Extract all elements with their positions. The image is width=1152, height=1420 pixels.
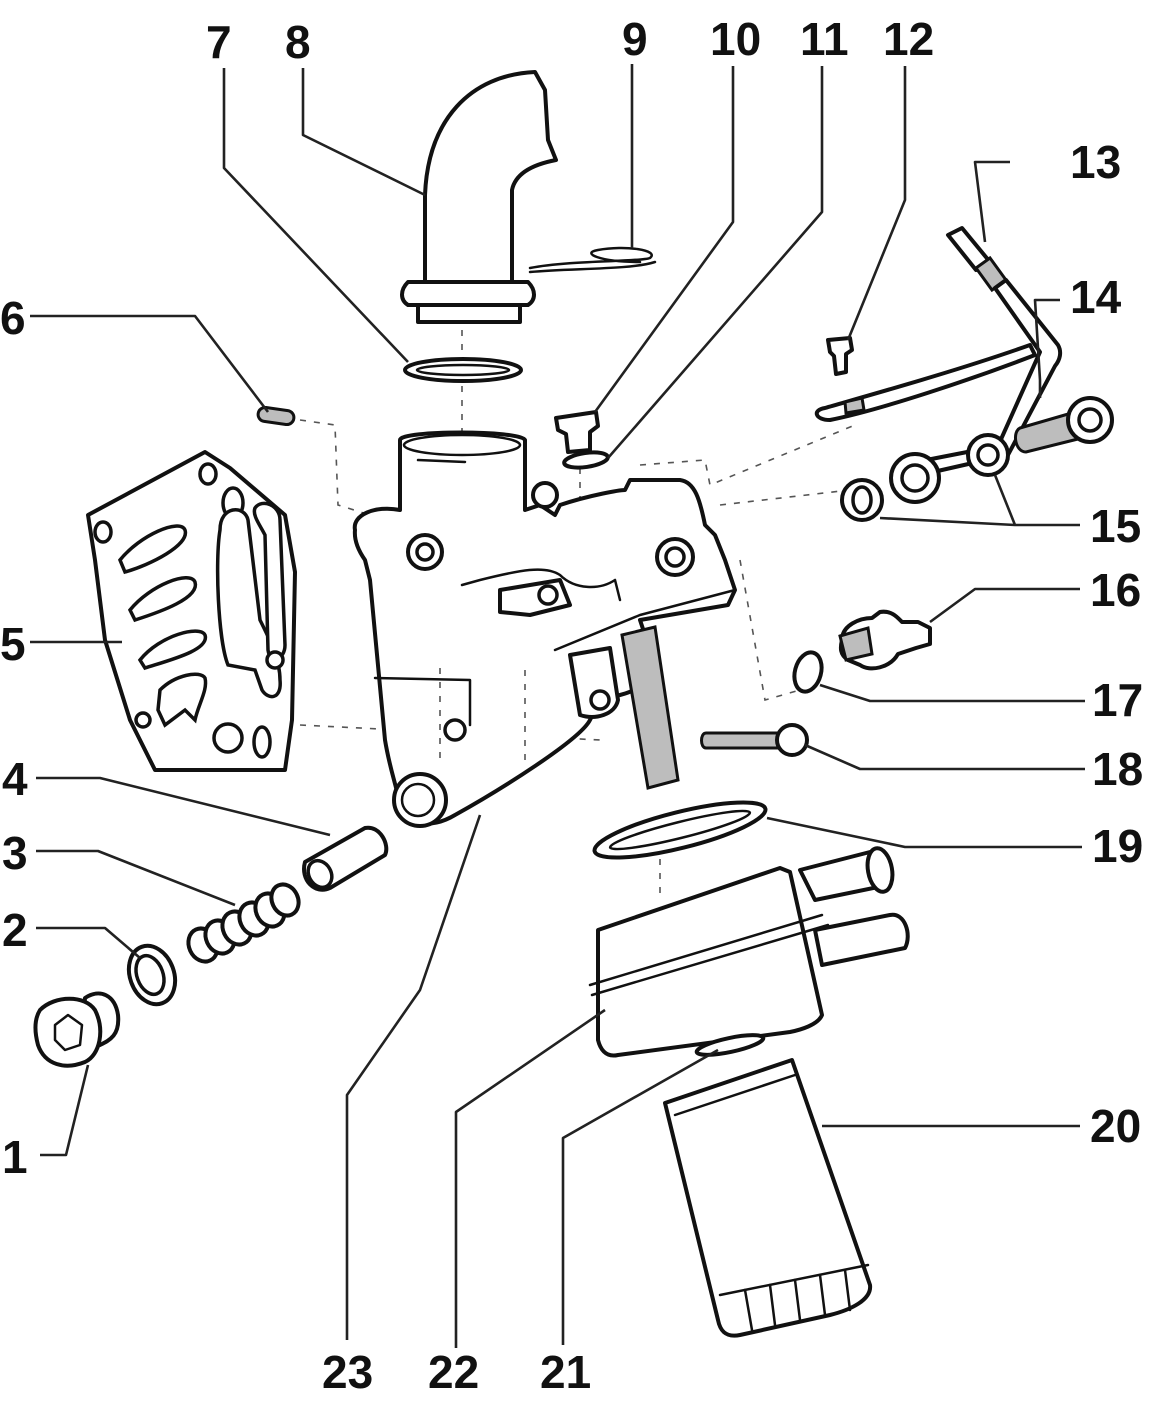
part-gasket-ring (592, 800, 768, 860)
callout-21: 21 (540, 1346, 591, 1398)
leader-14 (1033, 298, 1060, 398)
callout-22: 22 (428, 1346, 479, 1398)
part-elbow-pipe (400, 70, 558, 324)
callout-16: 16 (1090, 564, 1141, 616)
part-seal-washers (840, 433, 1010, 522)
callout-15: 15 (1090, 500, 1141, 552)
alignment-lines (299, 330, 856, 900)
leader-3 (36, 849, 236, 907)
leader-19 (766, 816, 1082, 849)
part-spring (186, 882, 301, 964)
callout-18: 18 (1092, 743, 1143, 795)
part-bolt-small (826, 336, 854, 376)
callout-7: 7 (206, 16, 232, 68)
part-dowel-sleeve (256, 405, 296, 427)
leader-6 (30, 314, 270, 413)
part-o-ring-top (403, 357, 523, 383)
leader-15 (879, 474, 1080, 527)
leader-10 (593, 66, 735, 413)
callout-11: 11 (800, 13, 849, 65)
callout-19: 19 (1092, 820, 1143, 872)
callout-14: 14 (1070, 271, 1122, 323)
leader-7 (222, 68, 409, 363)
callout-2: 2 (2, 904, 28, 956)
leader-22 (454, 1008, 606, 1348)
leader-2 (36, 926, 141, 959)
part-piston (302, 825, 389, 892)
leader-21 (561, 1048, 719, 1345)
callout-17: 17 (1092, 674, 1143, 726)
part-gasket (86, 450, 297, 772)
callout-8: 8 (285, 16, 311, 68)
part-plug-bolt (33, 991, 121, 1068)
callout-23: 23 (322, 1346, 373, 1398)
part-oil-cooler (588, 846, 910, 1058)
leader-11 (607, 66, 824, 459)
callout-3: 3 (2, 827, 28, 879)
part-filter-housing (352, 430, 737, 828)
leader-4 (36, 776, 331, 837)
leader-23 (345, 814, 482, 1340)
callout-9: 9 (622, 13, 648, 65)
part-seal-ring-filter (694, 1033, 766, 1057)
callout-20: 20 (1090, 1100, 1141, 1152)
callout-10: 10 (710, 13, 761, 65)
callout-5: 5 (0, 618, 26, 670)
callout-6: 6 (0, 292, 26, 344)
leader-1 (40, 1064, 90, 1157)
callout-13: 13 (1070, 136, 1121, 188)
part-seal-ring-switch (792, 650, 824, 694)
callout-12: 12 (883, 13, 934, 65)
part-banjo-bolt (1013, 396, 1114, 454)
callout-labels: 1 2 3 4 5 6 7 8 9 10 11 12 13 14 15 16 1… (0, 13, 1143, 1398)
part-plug (554, 410, 600, 454)
part-oil-filter (663, 1058, 873, 1338)
leader-17 (819, 683, 1085, 703)
part-clip (528, 246, 657, 274)
part-bolt-long (700, 723, 809, 757)
part-threaded-stud (620, 625, 680, 790)
leader-18 (804, 743, 1085, 771)
callout-1: 1 (2, 1131, 28, 1183)
leader-12 (846, 66, 907, 341)
part-oil-pressure-switch (838, 609, 932, 671)
leader-8 (301, 68, 426, 197)
part-seal-ring-plug (126, 943, 178, 1007)
leader-lines (30, 64, 1085, 1348)
leader-16 (929, 587, 1080, 624)
leader-13 (973, 160, 1010, 243)
callout-4: 4 (2, 753, 28, 805)
